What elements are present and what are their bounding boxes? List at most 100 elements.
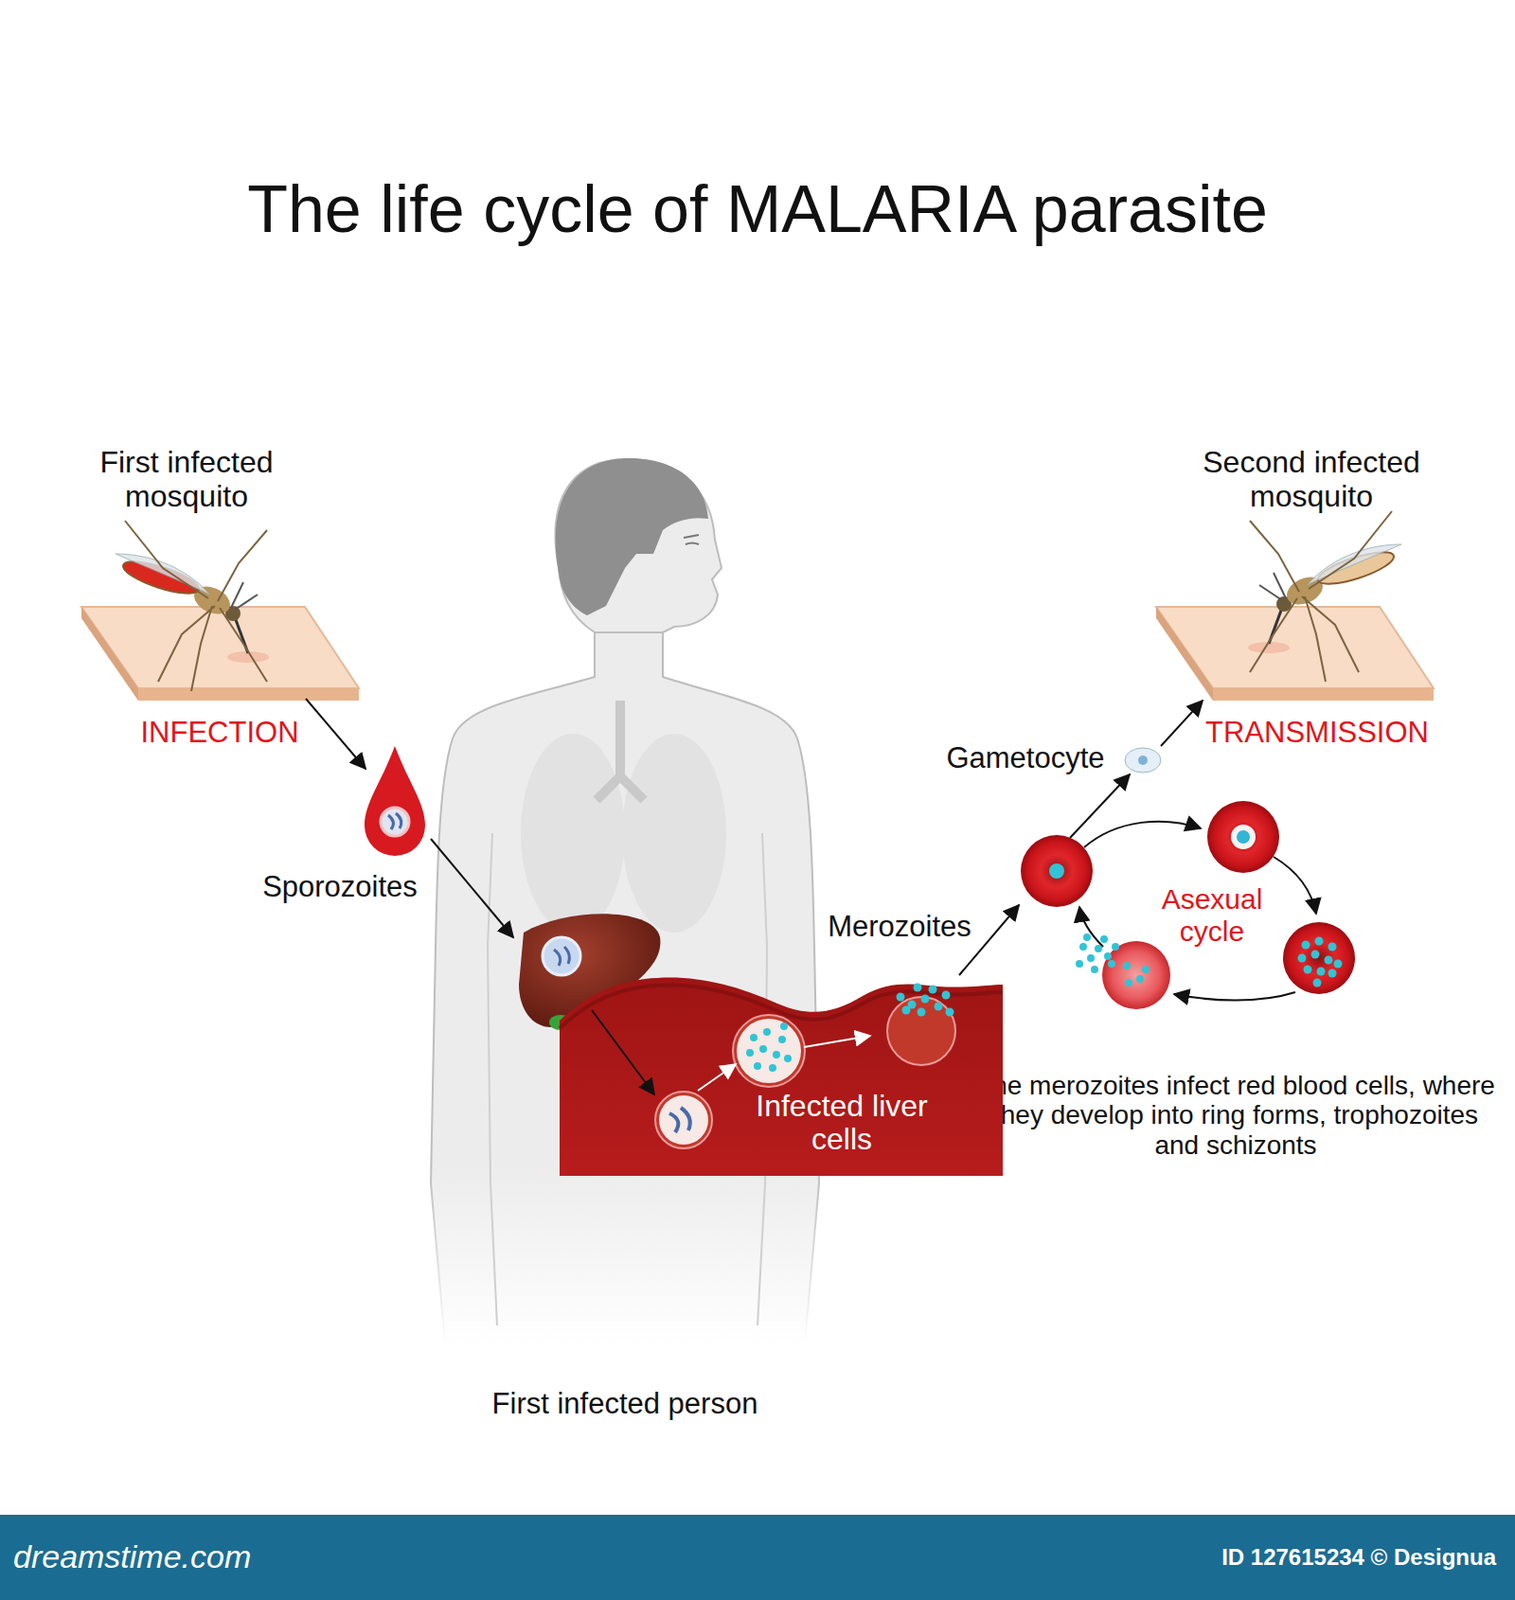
merozoite-dots [1111,943,1120,951]
human-silhouette [520,733,625,933]
sporozoite [669,1107,691,1133]
mosquito-label: Second infected mosquito [1188,445,1435,515]
merozoite [945,1008,955,1017]
skin-slab [81,606,359,701]
arrow [430,838,514,938]
stage-label: Sporozoites [262,871,418,905]
skin-slab [1156,606,1213,701]
skin-slab [81,606,139,701]
merozoite-dots [1311,950,1320,960]
blood-drop [388,813,402,830]
merozoite [928,985,938,995]
merozoite [753,1062,762,1070]
merozoite [896,993,906,1002]
merozoite-dots [1317,967,1326,977]
merozoite-dots [1094,944,1103,953]
arrow [305,698,366,769]
skin-slab [1156,606,1434,701]
mosquito [231,582,258,610]
merozoite [746,1049,754,1057]
mosquito-label: First infected mosquito [72,445,301,515]
merozoite-dots [1100,935,1108,944]
merozoite [917,1008,927,1017]
red-blood-cell [1020,801,1355,1010]
skin-slab [138,688,359,701]
mosquito [124,520,268,692]
merozoite [913,983,923,993]
merozoite [768,1064,777,1072]
arrow [959,905,1019,976]
cycle-label: Asexual cycle [1140,883,1284,947]
liver [542,937,581,976]
merozoite-dots [1090,965,1099,974]
arrow [1273,856,1317,914]
stage-label: TRANSMISSION [1205,716,1429,750]
red-blood-cell [1236,830,1250,844]
liver-cell [887,997,956,1066]
merozoite-dots [1083,933,1091,942]
gametocyte [1124,748,1161,773]
gametocyte [1124,748,1161,773]
merozoite [772,1051,781,1059]
liver-cell [732,1015,805,1088]
merozoite-dots [1122,962,1131,970]
merozoite [778,1035,786,1044]
merozoite-dots [1075,960,1084,968]
blood-drop [380,807,410,837]
arrow [305,698,1317,1001]
band-shape [559,977,1003,1177]
merozoite-dots [1141,965,1150,974]
stage-label: Gametocyte [945,742,1105,776]
merozoite [763,1028,771,1036]
blood-drop [364,746,426,856]
merozoite [780,1022,788,1031]
human-silhouette [683,534,699,545]
watermark: dreamstime.com [13,1539,251,1575]
stage-label: INFECTION [140,716,299,750]
arrow [1160,700,1203,747]
arrow [697,1064,736,1091]
arrow [803,1035,871,1048]
merozoite-dots [1301,941,1311,950]
mosquito [1306,544,1402,586]
gametocyte [1138,755,1148,766]
merozoite-dots [1136,975,1144,983]
mosquito [1259,572,1286,601]
merozoite-dots [1104,952,1112,961]
merozoite [934,1002,944,1012]
skin-slab [1212,688,1434,701]
merozoite [921,995,930,1004]
red-blood-cell [1049,863,1065,879]
merozoite [759,1045,767,1053]
arrow [1084,821,1201,848]
mosquito [1249,511,1392,682]
human-silhouette [555,459,722,633]
arrow [1174,992,1296,1001]
red-blood-cell [1102,941,1171,1010]
merozoite [749,1033,758,1042]
merozoite [942,991,951,1000]
note: The merozoites infect red blood cells, w… [975,1070,1497,1160]
human-silhouette [430,458,820,1345]
human-silhouette [596,700,644,801]
mosquito [115,553,211,595]
human-silhouette [555,458,709,616]
arrow [1069,774,1130,838]
merozoite-dots [1315,937,1324,946]
arrow [591,1010,655,1095]
merozoite-dots [1328,943,1337,952]
merozoite-dots [1124,979,1133,987]
liver-cell [659,1095,709,1145]
title: The life cycle of MALARIA parasite [247,172,1268,247]
liver-cell [655,1091,713,1149]
red-blood-cell [1283,922,1355,995]
liver-cell [736,1018,802,1084]
merozoite-dots [1324,956,1334,965]
merozoite-dots [1087,954,1095,963]
blood-drop [364,746,426,856]
merozoite-dots [1303,965,1313,975]
merozoite-dots [1334,960,1343,969]
human-silhouette [622,733,727,933]
arrow [1079,907,1104,947]
